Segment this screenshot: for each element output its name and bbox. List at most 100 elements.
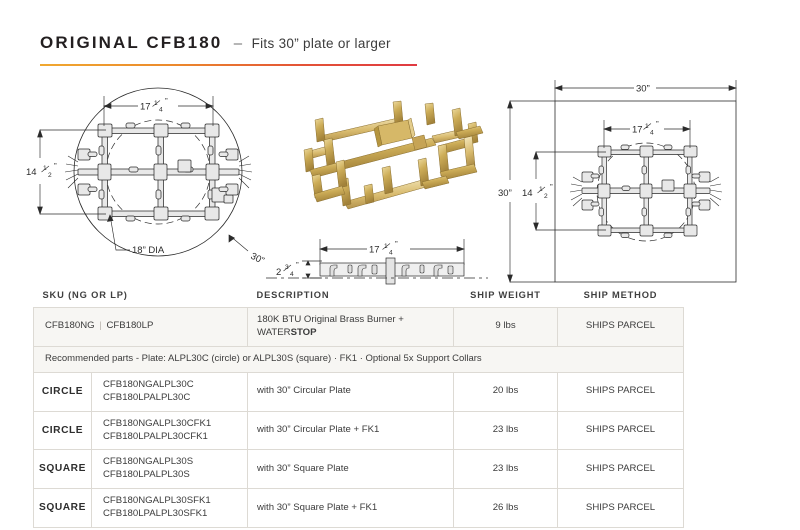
page-header: ORIGINAL CFB180 – Fits 30” plate or larg… (40, 33, 700, 53)
cell-sku: CFB180NGALPL30CFK1 CFB180LPALPL30CFK1 (91, 410, 248, 451)
dim-profile-height (302, 260, 322, 279)
svg-text:4: 4 (290, 271, 294, 278)
spec-table: SKU (NG OR LP) DESCRIPTION SHIP WEIGHT S… (33, 290, 684, 529)
table-row[interactable]: CIRCLE CFB180NGALPL30C CFB180LPALPL30C w… (33, 371, 684, 412)
sku-ng: CFB180NGALPL30C (103, 378, 194, 390)
page-title-dash: – (233, 35, 243, 52)
cell-sku: CFB180NG | CFB180LP (33, 307, 248, 347)
svg-text:3: 3 (285, 264, 289, 271)
table-row[interactable]: CFB180NG | CFB180LP 180K BTU Original Br… (33, 307, 684, 347)
dim-plate-height (507, 99, 555, 284)
cell-ship-method: SHIPS PARCEL (557, 371, 684, 412)
svg-text:4: 4 (650, 130, 654, 137)
cell-ship-weight: 23 lbs (453, 449, 558, 490)
dim-profile-height-label: 2 (276, 267, 281, 278)
waterstop-normal: WATER (257, 326, 291, 338)
cell-description: with 30” Circular Plate (247, 371, 454, 412)
cell-ship-weight: 26 lbs (453, 488, 558, 529)
profile-fittings (329, 264, 454, 277)
spec-table-container: SKU (NG OR LP) DESCRIPTION SHIP WEIGHT S… (33, 290, 684, 529)
technical-drawings: 17 1 4 ” 14 1 2 ” 18” DIA (0, 72, 800, 287)
svg-text:”: ” (395, 240, 398, 249)
cell-description: with 30” Square Plate + FK1 (247, 488, 454, 529)
table-row[interactable]: SQUARE CFB180NGALPL30SFK1 CFB180LPALPL30… (33, 488, 684, 529)
svg-text:”: ” (656, 120, 659, 129)
col-header-sku: SKU (NG OR LP) (33, 290, 248, 308)
dim-width-fraction: 1 4 ” (643, 120, 659, 137)
sku-lp: CFB180LPALPL30SFK1 (103, 508, 208, 520)
square-plan-view: 30” 30” (498, 80, 738, 284)
title-accent-rule (40, 64, 417, 66)
dim-height-14-5 (37, 128, 106, 216)
inlet-hatching (569, 176, 723, 207)
outer-plate-circle (73, 87, 243, 257)
cell-ship-method: SHIPS PARCEL (557, 410, 684, 451)
dim-plate-height-label: 30” (498, 188, 512, 199)
svg-text:”: ” (165, 97, 168, 106)
inlet-hatching (64, 155, 253, 189)
header-row: SKU (NG OR LP) DESCRIPTION SHIP WEIGHT S… (33, 290, 684, 308)
col-header-description: DESCRIPTION (247, 290, 454, 308)
sku-ng: CFB180NGALPL30CFK1 (103, 417, 212, 429)
description-line-1: 180K BTU Original Brass Burner + (257, 314, 404, 325)
cell-sku: CFB180NGALPL30SFK1 CFB180LPALPL30SFK1 (91, 488, 248, 529)
sku-lp: CFB180LPALPL30C (103, 391, 191, 403)
dim-width-17-25 (602, 120, 692, 148)
cell-ship-method: SHIPS PARCEL (557, 449, 684, 490)
table-row[interactable]: CIRCLE CFB180NGALPL30CFK1 CFB180LPALPL30… (33, 410, 684, 451)
cell-description: with 30” Circular Plate + FK1 (247, 410, 454, 451)
dim-plate-width-label: 30” (636, 84, 650, 95)
cell-category: SQUARE (33, 488, 92, 529)
cell-ship-weight: 20 lbs (453, 371, 558, 412)
cell-ship-weight: 9 lbs (453, 307, 558, 347)
outer-dia-leader (228, 234, 249, 252)
sku-separator: | (99, 320, 102, 332)
outer-dia-callout: 30” (249, 251, 266, 267)
sku-lp: CFB180LPALPL30CFK1 (103, 430, 208, 442)
col-header-ship-method: SHIP METHOD (557, 290, 684, 308)
table-row[interactable]: SQUARE CFB180NGALPL30S CFB180LPALPL30S w… (33, 449, 684, 490)
sku-ng: CFB180NGALPL30SFK1 (103, 495, 211, 507)
cell-ship-method: SHIPS PARCEL (557, 307, 684, 347)
svg-text:4: 4 (389, 250, 393, 257)
svg-text:1: 1 (43, 165, 47, 172)
svg-text:2: 2 (544, 193, 548, 200)
dim-height-14-5 (533, 150, 606, 232)
cell-sku: CFB180NGALPL30S CFB180LPALPL30S (91, 449, 248, 490)
dim-height-fraction: 1 2 ” (537, 183, 553, 200)
dim-width-label: 17 (632, 125, 643, 136)
page-title: ORIGINAL CFB180 – Fits 30” plate or larg… (40, 33, 700, 53)
dim-width-17-25 (102, 96, 215, 126)
sku-ng: CFB180NGALPL30S (103, 456, 194, 468)
svg-text:”: ” (296, 261, 299, 270)
dia-leader-line (106, 214, 130, 251)
sku-lp: CFB180LPALPL30S (103, 469, 190, 481)
dim-height-label: 14 (26, 167, 37, 178)
sku-lp: CFB180LP (106, 320, 154, 332)
svg-text:2: 2 (48, 172, 52, 179)
inner-dia-callout: 18” DIA (132, 245, 165, 256)
dim-height-label: 14 (522, 188, 533, 199)
svg-text:4: 4 (159, 107, 163, 114)
dim-profile-width (318, 239, 466, 265)
brass-burner-photo (303, 100, 484, 210)
dim-profile-height-fraction: 3 4 ” (283, 261, 299, 278)
dim-width-fraction: 1 4 ” (152, 97, 168, 114)
svg-text:”: ” (550, 183, 553, 192)
spec-table-body: CFB180NG | CFB180LP 180K BTU Original Br… (33, 307, 684, 529)
burner-pipework (303, 100, 484, 210)
profile-body (319, 257, 465, 285)
dim-height-fraction: 1 2 ” (41, 162, 57, 179)
cell-category: CIRCLE (33, 371, 92, 412)
burner-assembly (581, 144, 711, 238)
cell-category: SQUARE (33, 449, 92, 490)
sku-ng: CFB180NG (45, 320, 95, 332)
cell-ship-weight: 23 lbs (453, 410, 558, 451)
dim-profile-width-fraction: 1 4 ” (382, 240, 398, 257)
dim-width-label: 17 (140, 102, 151, 113)
cell-description: 180K BTU Original Brass Burner + WATERST… (247, 307, 454, 347)
cell-sku: CFB180NGALPL30C CFB180LPALPL30C (91, 371, 248, 412)
spec-table-head: SKU (NG OR LP) DESCRIPTION SHIP WEIGHT S… (33, 290, 684, 308)
cell-description: with 30” Square Plate (247, 449, 454, 490)
page-title-model: ORIGINAL CFB180 (40, 33, 223, 52)
